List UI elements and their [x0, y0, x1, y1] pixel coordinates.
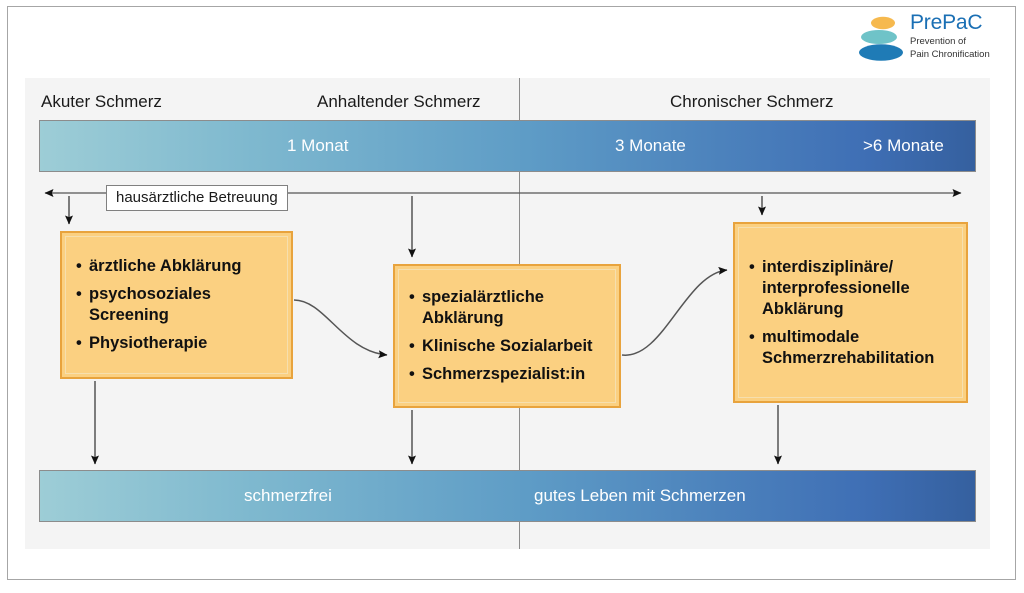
action-item: psychosoziales Screening	[76, 284, 279, 326]
action-box-chronic-content: interdisziplinäre/ interprofessionelle A…	[738, 227, 963, 398]
stage-label-subacute: Anhaltender Schmerz	[317, 92, 481, 111]
action-box-chronic[interactable]: interdisziplinäre/ interprofessionelle A…	[733, 222, 968, 403]
outcome-gradient-bar	[39, 470, 976, 522]
action-item: multimodale Schmerzrehabilitation	[749, 327, 954, 369]
action-item: spezialärztliche Abklärung	[409, 287, 607, 329]
action-box-subacute[interactable]: spezialärztliche Abklärung Klinische Soz…	[393, 264, 621, 408]
timeline-gradient-bar	[39, 120, 976, 172]
action-item: ärztliche Abklärung	[76, 256, 279, 277]
timeline-marker-6-monate: >6 Monate	[863, 136, 944, 155]
logo-title: PrePaC	[910, 11, 983, 34]
stacked-stones-icon	[859, 16, 903, 61]
action-box-subacute-content: spezialärztliche Abklärung Klinische Soz…	[398, 269, 616, 403]
curve-subacute-to-chronic	[621, 266, 728, 356]
outcome-label-schmerzfrei: schmerzfrei	[244, 486, 332, 505]
action-box-acute-content: ärztliche Abklärung psychosoziales Scree…	[65, 236, 288, 374]
timeline-marker-1-monat: 1 Monat	[287, 136, 349, 155]
stage-label-chronic: Chronischer Schmerz	[670, 92, 834, 111]
logo-subtitle-line1: Prevention of	[910, 36, 966, 47]
logo-subtitle-line2: Pain Chronification	[910, 49, 990, 60]
action-item: Klinische Sozialarbeit	[409, 336, 607, 357]
timeline-marker-3-monate: 3 Monate	[615, 136, 686, 155]
action-item: Schmerzspezialist:in	[409, 364, 607, 385]
outcome-label-gutes-leben: gutes Leben mit Schmerzen	[534, 486, 746, 505]
action-box-acute[interactable]: ärztliche Abklärung psychosoziales Scree…	[60, 231, 293, 379]
diagram-panel: Akuter Schmerz Anhaltender Schmerz Chron…	[25, 78, 990, 549]
action-item: Physiotherapie	[76, 333, 279, 354]
stage-label-acute: Akuter Schmerz	[41, 92, 162, 111]
prepac-logo: PrePaC Prevention of Pain Chronification	[858, 12, 1008, 64]
care-line-label: hausärztliche Betreuung	[106, 185, 288, 211]
logo-text-block: PrePaC Prevention of Pain Chronification	[910, 11, 1010, 61]
action-item: interdisziplinäre/ interprofessionelle A…	[749, 257, 954, 320]
curve-acute-to-subacute	[293, 299, 388, 359]
